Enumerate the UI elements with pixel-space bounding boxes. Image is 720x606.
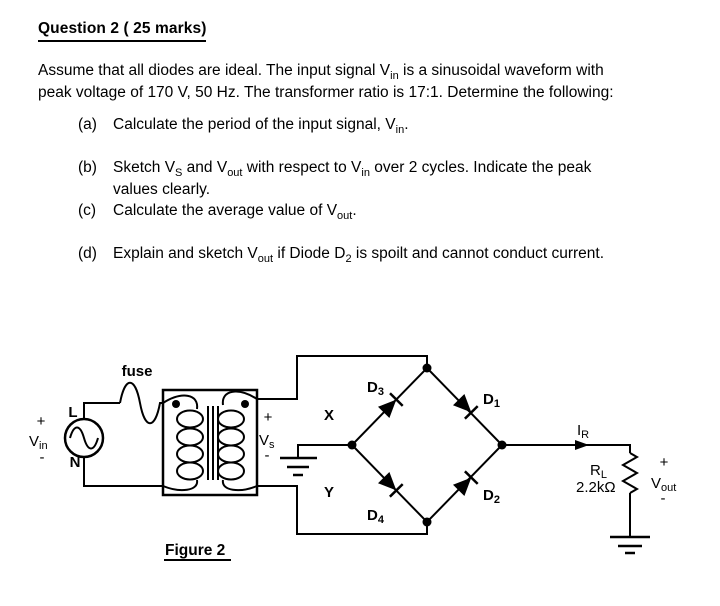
diode-d1-label: D1: [483, 391, 500, 410]
item-marker: (d): [78, 245, 97, 262]
wire-secondary-top: [257, 355, 428, 400]
diode-d4-label: D4: [367, 507, 385, 526]
fuse-symbol: [119, 381, 163, 424]
intro-text: is a sinusoidal waveform with: [398, 62, 604, 79]
ac-source-symbol: [63, 417, 105, 459]
item-marker: (b): [78, 159, 97, 176]
vs-plus-sign: +: [264, 409, 273, 426]
secondary-winding: [217, 390, 258, 492]
intro-text: peak voltage of 170 V, 50 Hz. The transf…: [38, 84, 614, 101]
item-marker: (a): [78, 116, 97, 133]
primary-winding: [162, 394, 204, 492]
vin-label: Vin: [29, 433, 48, 452]
polarity-dot-primary: [172, 400, 180, 408]
neutral-terminal-label: N: [70, 454, 81, 471]
load-value-label: 2.2kΩ: [576, 479, 616, 496]
question-intro: Assume that all diodes are ideal. The in…: [38, 60, 678, 104]
wire-live: [83, 402, 120, 419]
item-text: Explain and sketch Vout if Diode D2 is s…: [113, 245, 605, 266]
load-rl-label: RL: [590, 462, 607, 481]
item-text: Calculate the average value of Vout.: [113, 202, 357, 223]
item-text: Calculate the period of the input signal…: [113, 116, 409, 137]
transformer-symbol: [161, 388, 259, 497]
intro-text: Assume that all diodes are ideal. The in…: [38, 62, 391, 79]
ground-symbol-load: [610, 535, 650, 555]
question-title: Question 2 ( 25 marks): [38, 20, 207, 42]
resistor-symbol: [620, 452, 640, 494]
sine-wave-icon: [69, 426, 99, 450]
question-item-a: (a) Calculate the period of the input si…: [78, 114, 409, 136]
question-item-d: (d) Explain and sketch Vout if Diode D2 …: [78, 243, 604, 265]
vs-minus-sign: -: [265, 447, 270, 464]
wire-secondary-bottom: [257, 485, 428, 535]
current-arrow-icon: [575, 440, 589, 450]
transformer-core: [207, 406, 219, 480]
node-x-label: X: [324, 407, 334, 424]
diode-d3-label: D3: [367, 379, 384, 398]
diode-d2-label: D2: [483, 487, 500, 506]
vout-label: Vout: [651, 475, 676, 494]
item-text: Sketch VS and Vout with respect to Vin o…: [113, 159, 592, 198]
question-item-b: (b) Sketch VS and Vout with respect to V…: [78, 157, 591, 201]
diode-d1-symbol: [453, 394, 479, 420]
node-y-label: Y: [324, 484, 334, 501]
fuse-label: fuse: [122, 363, 153, 380]
wire-bridge-ground: [297, 444, 352, 457]
ground-symbol-bridge: [280, 456, 317, 477]
polarity-dot-secondary: [241, 400, 249, 408]
question-item-c: (c) Calculate the average value of Vout.: [78, 200, 357, 222]
current-ir-label: IR: [577, 422, 589, 441]
vin-plus-sign: +: [37, 413, 46, 430]
intro-subscript: in: [390, 70, 399, 83]
diode-d2-symbol: [453, 470, 479, 496]
vout-plus-sign: +: [660, 454, 669, 471]
item-marker: (c): [78, 202, 97, 219]
bridge-node-dots: [347, 363, 507, 527]
live-terminal-label: L: [68, 404, 77, 421]
vout-minus-sign: -: [661, 490, 666, 507]
vin-minus-sign: -: [40, 449, 45, 466]
diode-d4-symbol: [378, 472, 404, 498]
vs-label: Vs: [259, 432, 275, 451]
figure-caption: Figure 2: [165, 542, 225, 559]
wire-output: [502, 444, 631, 453]
wire-neutral: [83, 457, 163, 487]
diode-d3-symbol: [378, 392, 404, 418]
circuit-wires: [83, 355, 640, 537]
